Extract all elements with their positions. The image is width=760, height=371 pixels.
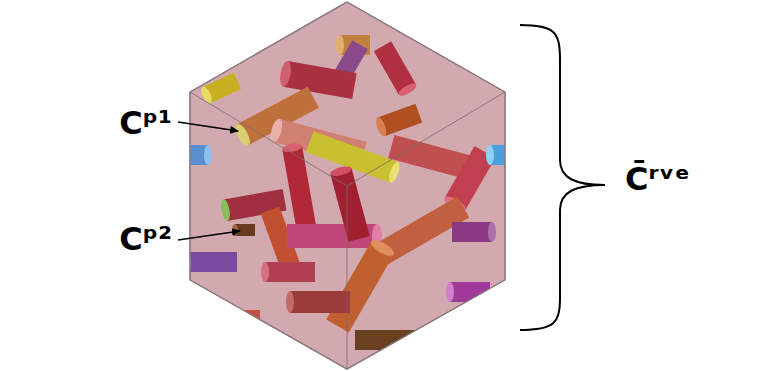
cube-edges bbox=[190, 92, 505, 369]
leader-line bbox=[178, 122, 238, 131]
leader-line bbox=[178, 231, 240, 240]
symbol-label: Cᵖ² bbox=[119, 222, 172, 257]
brace bbox=[520, 25, 605, 330]
symbol-label: C̄ʳᵛᵉ bbox=[625, 162, 690, 197]
rve-cube bbox=[190, 2, 505, 369]
symbol-label: Cᵖ¹ bbox=[119, 106, 172, 141]
